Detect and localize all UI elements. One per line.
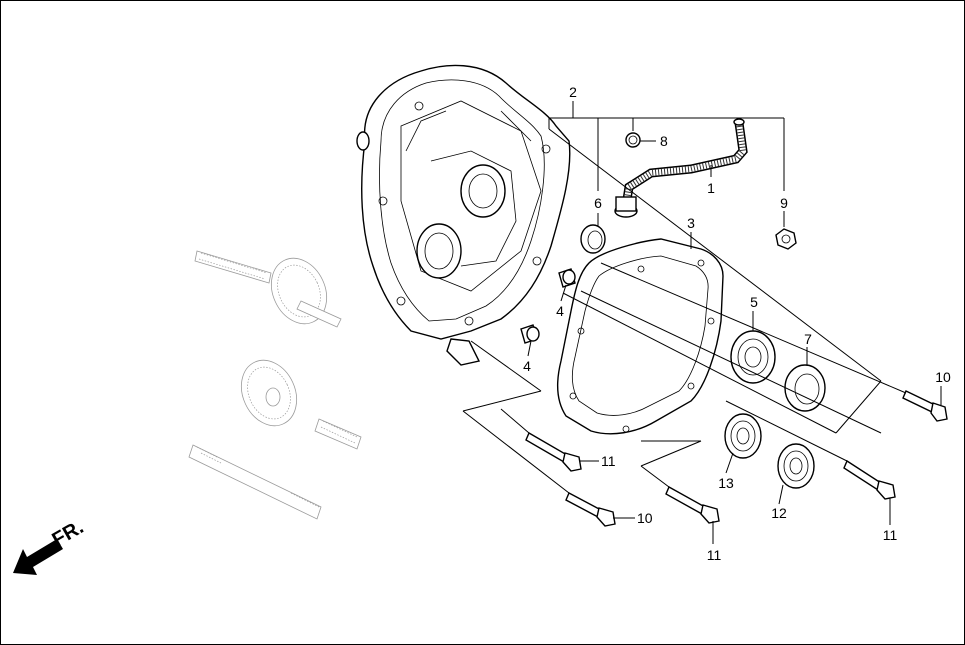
case-bearing-boss-lower [416,223,462,279]
bearing-5 [730,330,776,384]
leader-lines [462,101,942,544]
pinion-reference [314,418,362,450]
countershaft-reference [194,250,342,328]
final-gear-reference [241,359,297,427]
callout-5: 5 [750,294,758,310]
o-ring-8 [625,132,641,148]
callout-4-lower: 4 [523,358,531,374]
callout-6: 6 [594,195,602,211]
callout-2: 2 [569,84,577,100]
bearing-12 [777,443,815,489]
bolt-11-right [843,459,896,500]
nut-9 [775,228,797,250]
bolt-10-lower-left [565,492,616,527]
callout-11-upper-left: 11 [601,453,616,469]
transmission-case [356,64,571,366]
case-bearing-boss-upper [460,164,506,218]
front-direction-indicator: FR. [13,516,87,575]
callout-11-right: 11 [883,527,898,543]
callout-7: 7 [804,331,812,347]
oil-seal-6 [580,224,606,254]
front-arrow-icon [13,539,63,575]
callout-13: 13 [718,475,734,491]
callouts: 2 8 1 9 6 3 4 4 5 7 10 11 13 12 10 11 11 [523,84,951,563]
breather-tube [614,118,748,218]
reference-gear-shafts [188,250,362,520]
callout-1: 1 [707,180,715,196]
bolt-11-upper-left [525,431,582,472]
callout-12: 12 [771,505,787,521]
callout-10-right: 10 [935,369,951,385]
callout-3: 3 [687,215,695,231]
gasket [557,238,724,435]
callout-11-center: 11 [707,547,722,563]
callout-8: 8 [660,133,668,149]
callout-10-lower-left: 10 [637,510,653,526]
drive-shaft-reference [188,444,322,520]
dowel-pin-upper [558,268,576,288]
bolt-11-center [665,486,720,524]
callout-9: 9 [780,195,788,211]
callout-4-upper: 4 [556,303,564,319]
bolt-10-right [902,390,948,422]
dowel-pin-lower [520,324,540,344]
bearing-13 [724,413,762,459]
